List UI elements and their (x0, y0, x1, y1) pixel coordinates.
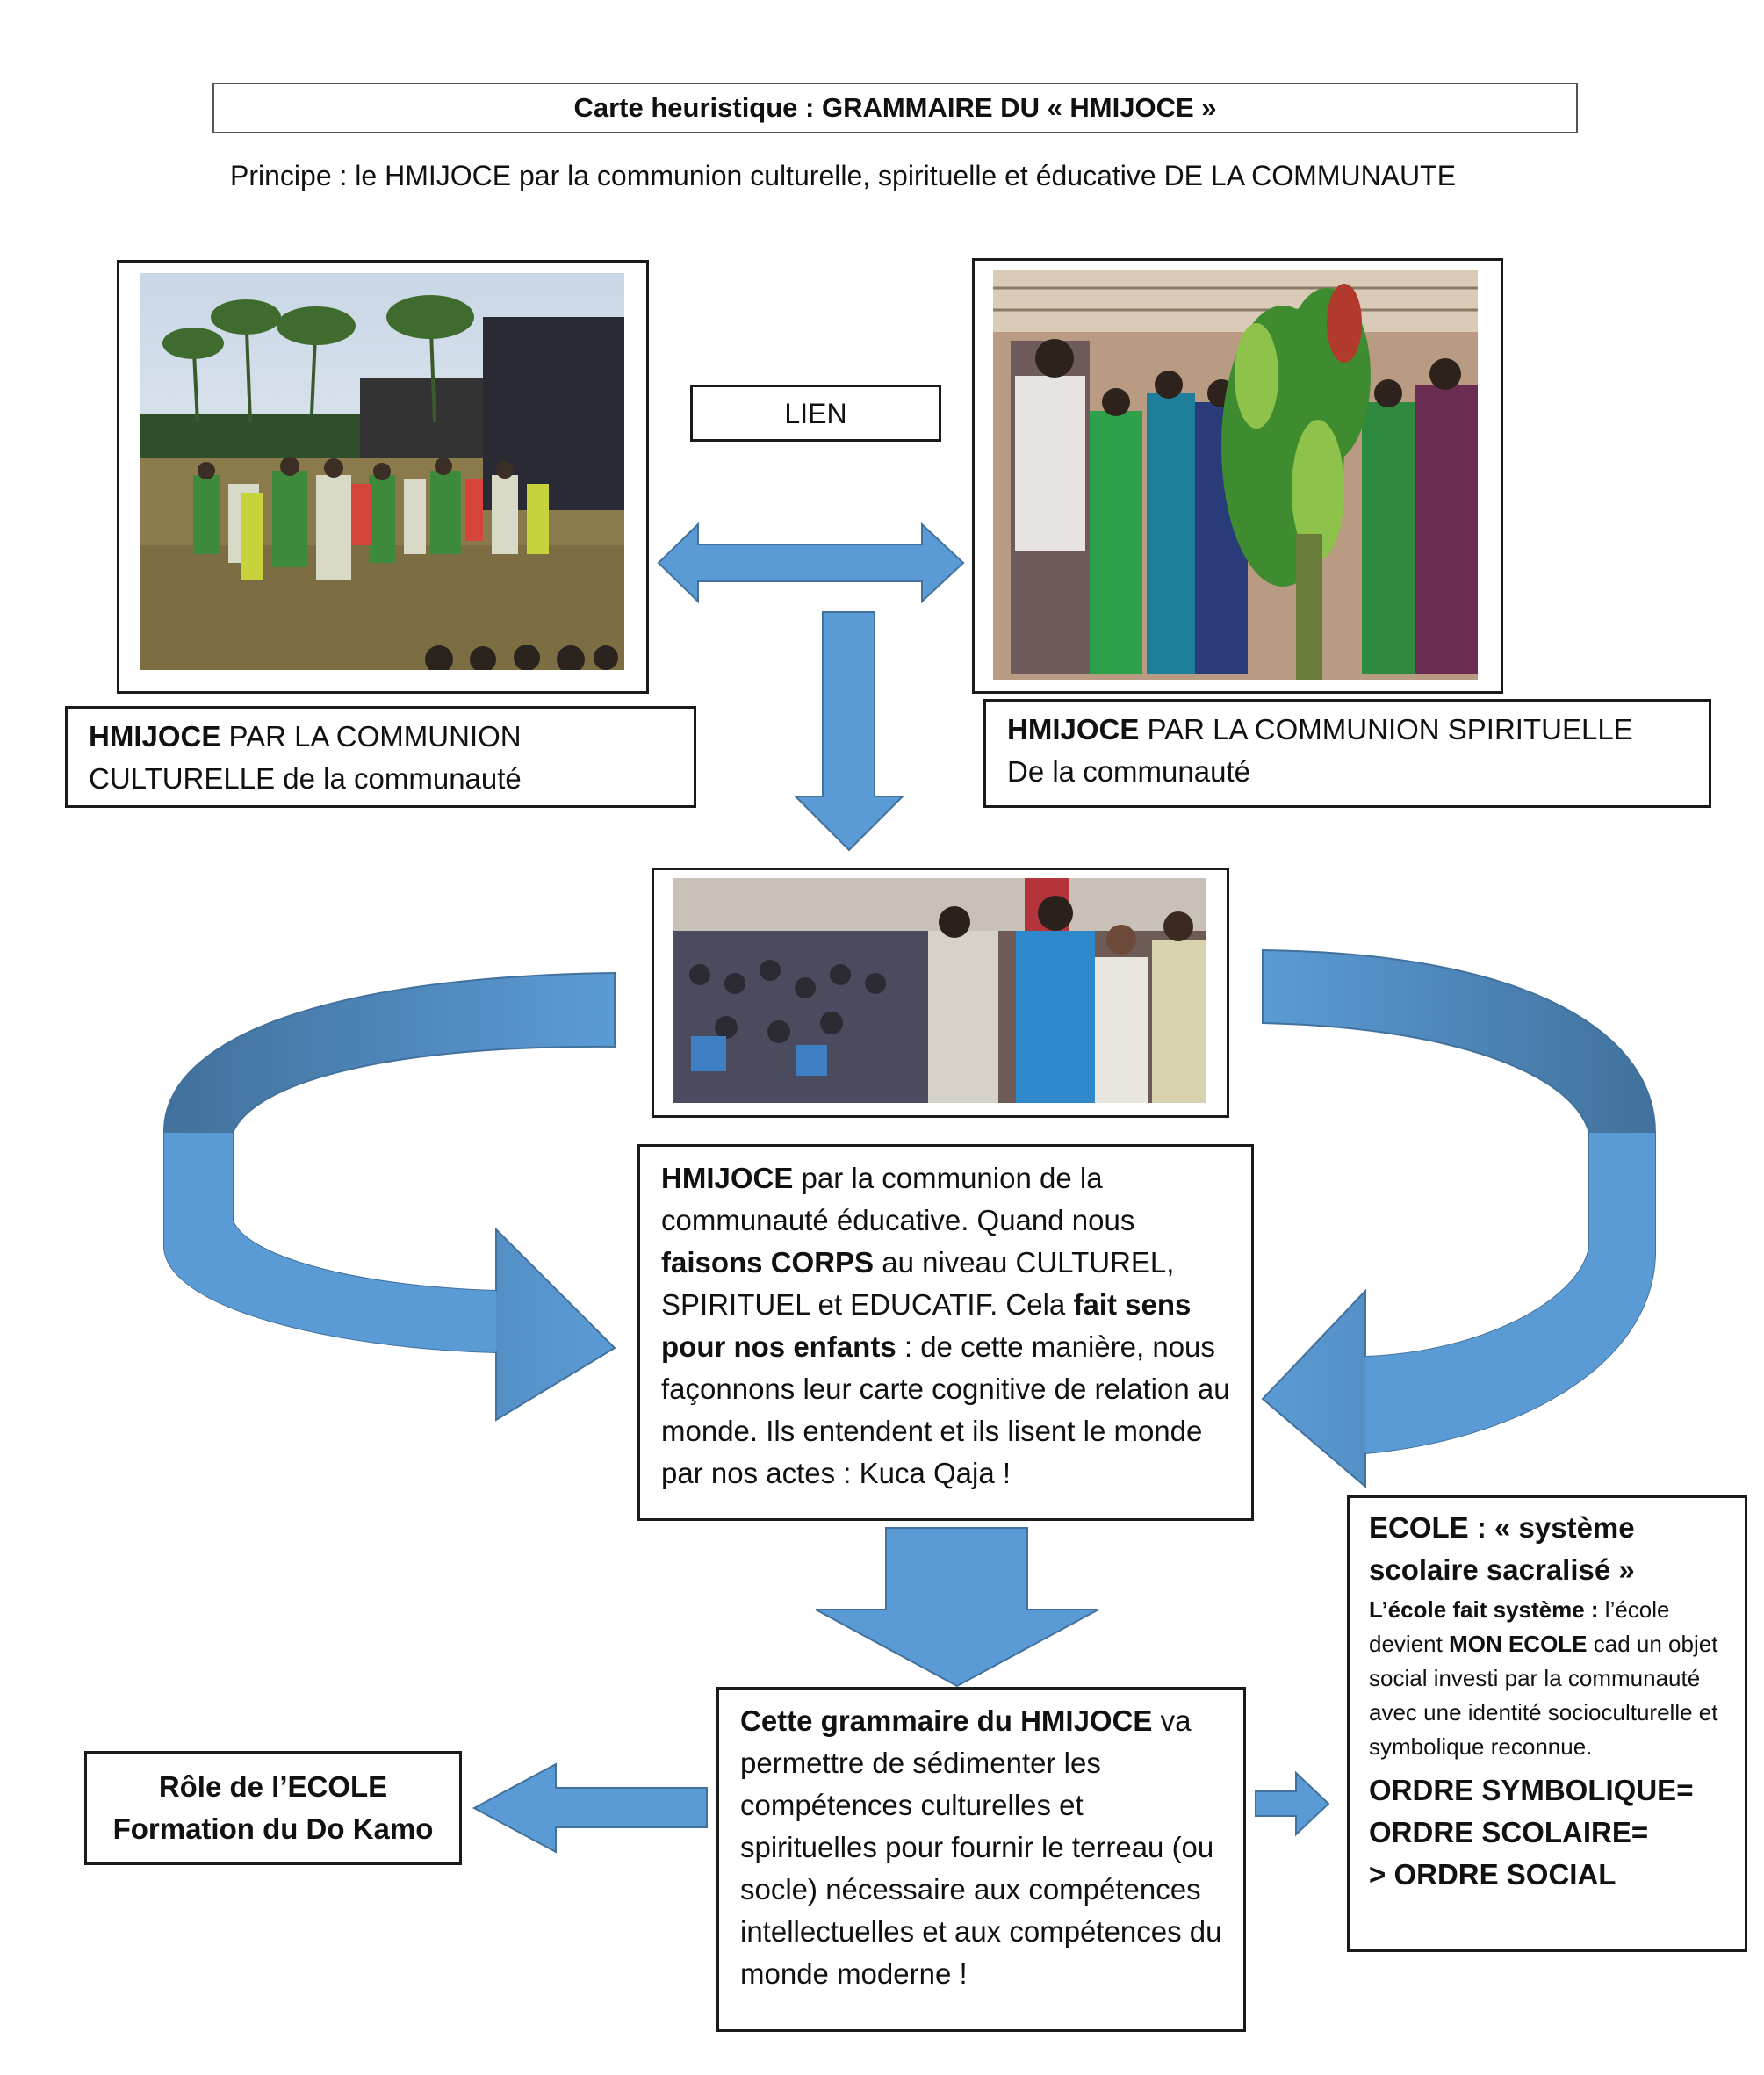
spirit-line2: De la communauté (1007, 755, 1250, 788)
spirit-line1: PAR LA COMMUNION SPIRITUELLE (1139, 713, 1633, 746)
education-photo (673, 878, 1206, 1103)
ecole-order-2: ORDRE SCOLAIRE= (1369, 1816, 1649, 1848)
ecole-box: ECOLE : « système scolaire sacralisé » L… (1347, 1495, 1747, 1952)
curved-arrow-left-front (164, 1133, 496, 1352)
center-text-3: : de cette manière, nous façonnons leur … (661, 1330, 1230, 1489)
principle-text: Principe : le HMIJOCE par la communion c… (230, 160, 1457, 191)
role-line1: Rôle de l’ECOLE (158, 1770, 388, 1803)
page-title: Carte heuristique : GRAMMAIRE DU « HMIJO… (573, 92, 1217, 123)
spirit-bold: HMIJOCE (1007, 713, 1140, 746)
left-arrow-role (472, 1762, 708, 1854)
down-arrow-bottom (815, 1527, 1099, 1688)
lien-box: LIEN (690, 385, 941, 442)
culture-line1: PAR LA COMMUNION (220, 720, 522, 753)
grammar-box: Cette grammaire du HMIJOCE va permettre … (716, 1687, 1246, 2032)
curved-arrow-right-front (1365, 1133, 1655, 1453)
ecole-sub-text-1: l’école devient (1369, 1596, 1670, 1657)
ecole-heading: ECOLE : « système scolaire sacralisé » (1369, 1511, 1635, 1586)
spirit-photo (993, 270, 1478, 680)
title-box: Carte heuristique : GRAMMAIRE DU « HMIJO… (212, 83, 1578, 133)
down-arrow-top (793, 611, 905, 852)
center-text-2: au niveau CULTUREL, SPIRITUEL et EDUCATI… (661, 1246, 1175, 1321)
center-bold-2: faisons CORPS (661, 1246, 875, 1279)
lien-label: LIEN (784, 398, 847, 429)
center-bold-1: HMIJOCE (661, 1162, 794, 1194)
role-line2: Formation du Do Kamo (112, 1812, 434, 1845)
ecole-sub-bold-2: MON ECOLE (1449, 1631, 1588, 1657)
grammar-bold: Cette grammaire du HMIJOCE (740, 1704, 1153, 1737)
ecole-sub-bold-1: L’école fait système : (1369, 1596, 1599, 1623)
culture-line2: CULTURELLE de la communauté (89, 762, 522, 795)
culture-bold: HMIJOCE (89, 720, 221, 753)
center-bold-3: fait sens pour nos enfants (661, 1288, 1192, 1363)
ecole-order-3: > ORDRE SOCIAL (1369, 1858, 1616, 1891)
ecole-order-1: ORDRE SYMBOLIQUE= (1369, 1774, 1694, 1806)
spirit-caption-box: HMIJOCE PAR LA COMMUNION SPIRITUELLE De … (983, 699, 1711, 808)
grammar-text: va permettre de sédimenter les compétenc… (740, 1704, 1222, 1990)
role-box: Rôle de l’ECOLE Formation du Do Kamo (84, 1751, 462, 1865)
center-text-1: par la communion de la communauté éducat… (661, 1162, 1135, 1236)
ecole-sub-text-2: cad un objet social investi par la commu… (1369, 1631, 1718, 1760)
double-arrow (657, 522, 965, 604)
culture-photo (140, 273, 624, 670)
center-text-box: HMIJOCE par la communion de la communaut… (637, 1144, 1254, 1521)
right-arrow-ecole (1255, 1770, 1330, 1837)
culture-caption-box: HMIJOCE PAR LA COMMUNION CULTURELLE de l… (65, 706, 696, 808)
